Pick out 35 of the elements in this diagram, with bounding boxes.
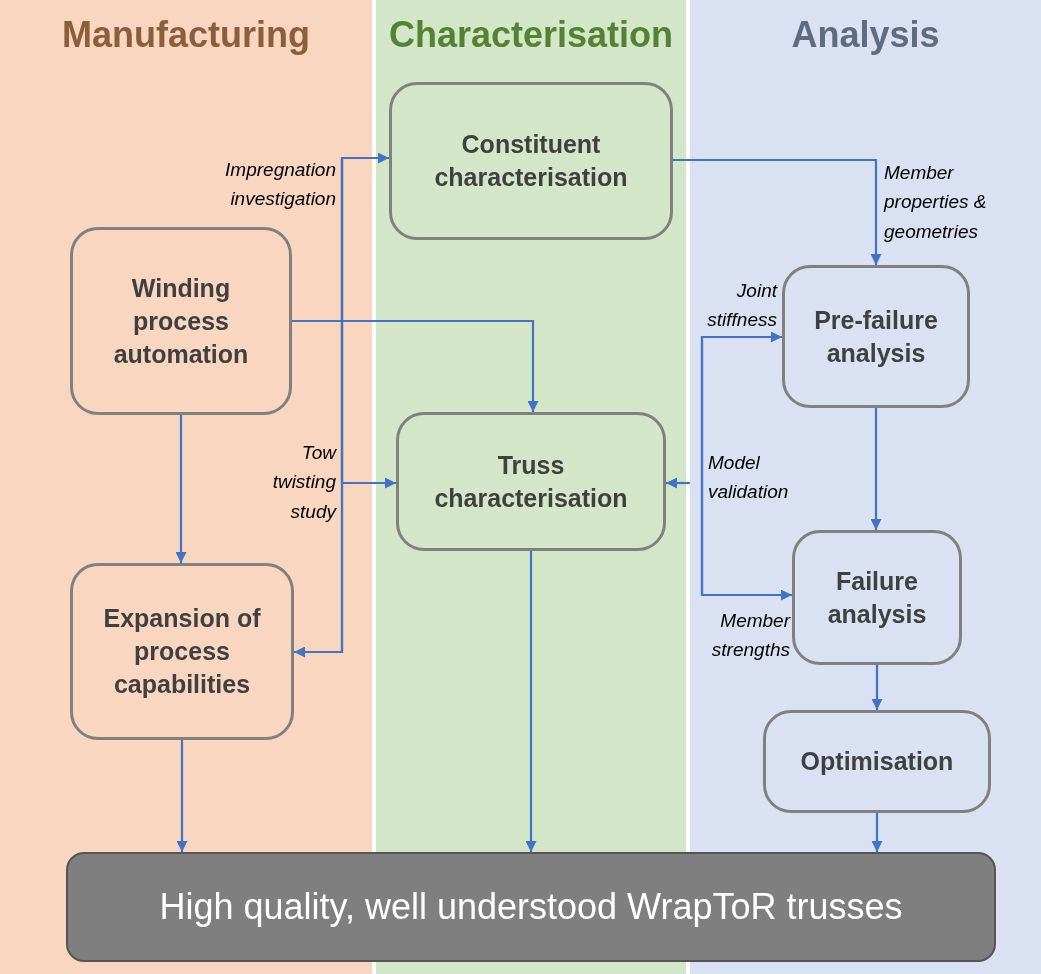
arrow: [175, 415, 187, 563]
process-box: [396, 412, 666, 551]
edge-label: Model validation: [708, 451, 790, 505]
process-box: [70, 563, 294, 740]
arrow: [292, 319, 539, 412]
edge-label: Member strengths: [710, 609, 790, 663]
edge-label: Joint stiffness: [706, 279, 777, 333]
arrow: [666, 477, 690, 489]
box-label: Constituent characterisation: [433, 129, 629, 193]
arrow: [673, 158, 882, 265]
box-label: Pre-failure analysis: [813, 304, 939, 369]
arrow: [871, 665, 883, 710]
process-box: [763, 710, 991, 813]
box-label: Optimisation: [799, 746, 955, 777]
lane-heading: Manufacturing: [61, 14, 311, 56]
arrow: [870, 408, 882, 530]
edge-label: Tow twisting study: [271, 441, 336, 524]
box-label: Failure analysis: [826, 565, 928, 630]
edge-label: Impregnation investigation: [224, 158, 336, 212]
arrow: [176, 740, 188, 852]
arrow: [871, 813, 883, 852]
arrow: [294, 158, 344, 658]
edge-label: Member properties & geometries: [884, 161, 988, 244]
process-box: [389, 82, 673, 240]
box-label: High quality, well understood WrapToR trusses: [159, 886, 903, 928]
result-box: [66, 852, 996, 962]
process-box: [792, 530, 962, 665]
box-label: Winding process automation: [112, 272, 250, 370]
box-label: Expansion of process capabilities: [102, 603, 262, 700]
lane-heading: Characterisation: [387, 14, 675, 56]
process-box: [70, 227, 292, 415]
arrow: [525, 551, 537, 852]
box-label: Truss characterisation: [433, 449, 629, 514]
process-box: [782, 265, 970, 408]
lane-heading: Analysis: [790, 14, 941, 56]
